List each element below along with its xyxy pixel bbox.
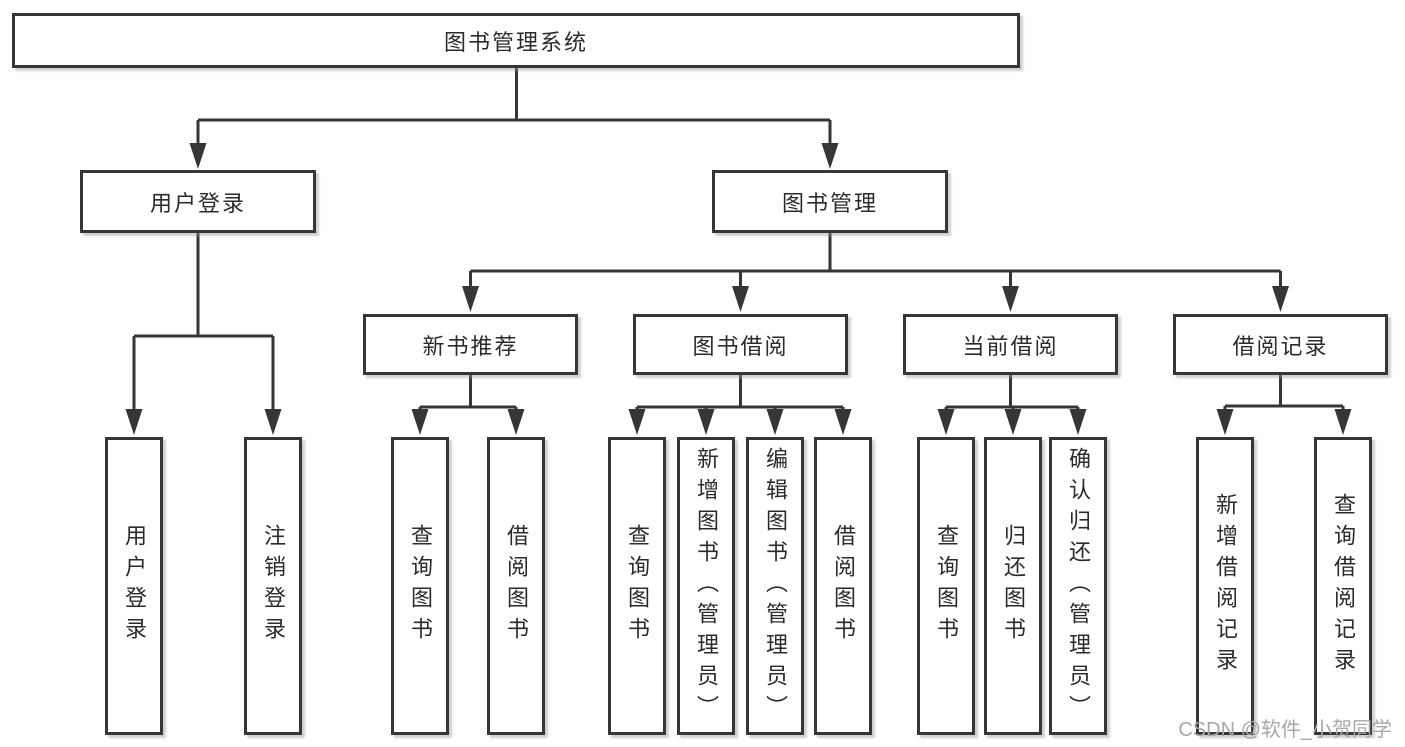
arrowhead [937,409,955,435]
leaf-borrow-edit-book-admin: 编辑图书（管理员） [746,437,804,735]
arrowheads [125,143,1352,435]
leaf-current-return-book: 归还图书 [984,437,1042,735]
arrowhead [766,409,784,435]
node-label: 查询图书 [934,524,959,648]
node-label: 当前借阅 [962,333,1059,359]
node-root: 图书管理系统 [12,13,1020,68]
node-label: 新增借阅记录 [1213,493,1238,679]
arrowhead [1272,286,1289,312]
watermark: CSDN @软件_小贺同学 [1178,719,1392,741]
node-label: 借阅记录 [1232,333,1329,359]
leaf-logout: 注销登录 [244,437,302,735]
node-new-book-recommend: 新书推荐 [363,314,578,375]
node-label: 注销登录 [261,524,286,648]
arrowhead [1334,409,1352,435]
arrowhead [411,409,429,435]
node-label: 用户登录 [149,190,246,216]
leaf-current-query-book: 查询图书 [917,437,975,735]
node-label: 图书管理 [781,190,878,216]
node-label: 查询图书 [408,524,433,648]
leaf-borrow-borrow-book: 借阅图书 [814,437,872,735]
arrowhead [628,409,646,435]
node-label: 图书借阅 [692,333,789,359]
leaf-newbook-borrow-book: 借阅图书 [487,437,545,735]
node-label: 借阅图书 [504,524,529,648]
arrowhead [462,286,479,312]
node-label: 借阅图书 [831,524,856,648]
arrowhead [821,143,839,169]
arrowhead [697,409,715,435]
arrowhead [1002,286,1019,312]
arrowhead [1004,409,1022,435]
arrowhead [507,409,525,435]
node-borrow-records: 借阅记录 [1173,314,1388,375]
arrowhead [189,143,207,169]
arrowhead [125,409,143,435]
leaf-newbook-query-book: 查询图书 [391,437,449,735]
node-book-management: 图书管理 [712,170,948,233]
leaf-records-add-record: 新增借阅记录 [1196,437,1254,735]
node-user-login: 用户登录 [80,170,316,233]
node-label: 图书管理系统 [443,29,588,55]
node-label: 查询借阅记录 [1331,493,1356,679]
leaf-borrow-add-book-admin: 新增图书（管理员） [677,437,735,735]
node-label: 编辑图书（管理员） [763,446,788,726]
node-label: 新增图书（管理员） [694,446,719,726]
arrowhead [1216,409,1234,435]
node-book-borrow: 图书借阅 [633,314,848,375]
node-label: 用户登录 [122,524,147,648]
node-label: 归还图书 [1001,524,1026,648]
node-label: 确认归还（管理员） [1066,446,1091,726]
arrowhead [1069,409,1087,435]
arrowhead [834,409,852,435]
arrowhead [264,409,282,435]
leaf-records-query-record: 查询借阅记录 [1314,437,1372,735]
node-label: 新书推荐 [422,333,519,359]
leaf-current-confirm-return-admin: 确认归还（管理员） [1049,437,1107,735]
leaf-user-login: 用户登录 [105,437,163,735]
connector-edges [132,68,1345,414]
node-label: 查询图书 [625,524,650,648]
leaf-borrow-query-book: 查询图书 [608,437,666,735]
arrowhead [732,286,749,312]
node-current-borrow: 当前借阅 [903,314,1118,375]
